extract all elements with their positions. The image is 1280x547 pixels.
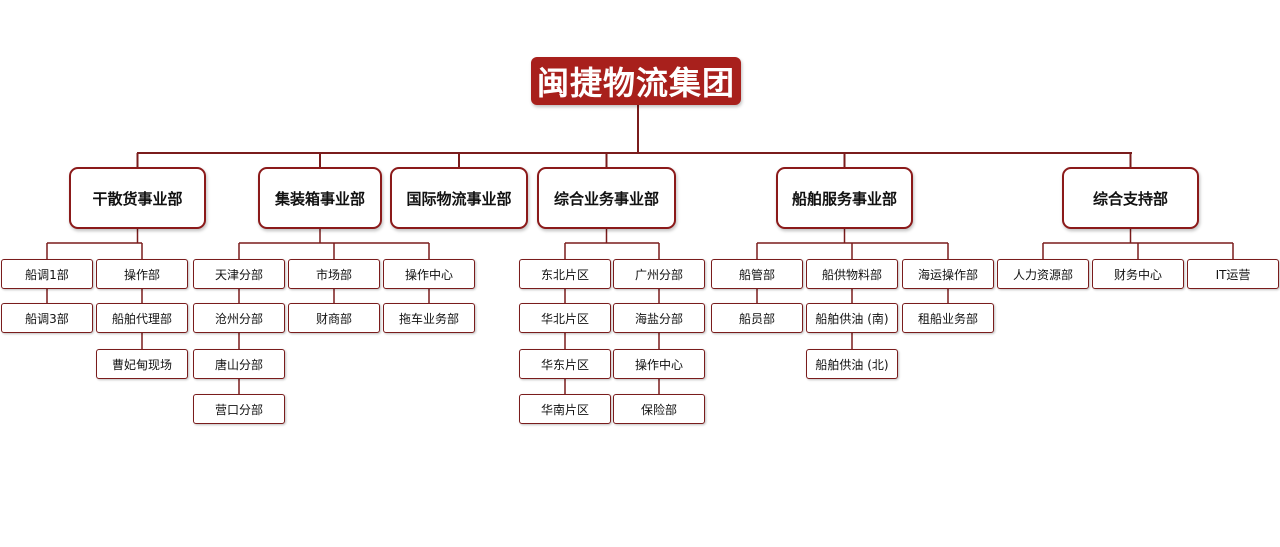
division-node-1: 干散货事业部 [69,167,206,229]
department-node: 华南片区 [519,394,611,424]
department-node: 唐山分部 [193,349,285,379]
department-node: 船舶供油 (南) [806,303,898,333]
department-node: 船员部 [711,303,803,333]
department-node: 船舶供油 (北) [806,349,898,379]
department-node: IT运营 [1187,259,1279,289]
department-node: 租船业务部 [902,303,994,333]
department-node: 船调1部 [1,259,93,289]
department-node: 人力资源部 [997,259,1089,289]
division-node-6: 综合支持部 [1062,167,1199,229]
department-node: 天津分部 [193,259,285,289]
department-node: 东北片区 [519,259,611,289]
division-node-3: 国际物流事业部 [390,167,528,229]
department-node: 财务中心 [1092,259,1184,289]
department-node: 船管部 [711,259,803,289]
department-node: 营口分部 [193,394,285,424]
department-node: 操作部 [96,259,188,289]
department-node: 曹妃甸现场 [96,349,188,379]
department-node: 操作中心 [383,259,475,289]
division-node-4: 综合业务事业部 [537,167,676,229]
department-node: 保险部 [613,394,705,424]
department-node: 财商部 [288,303,380,333]
division-node-2: 集装箱事业部 [258,167,382,229]
root-node-group: 闽捷物流集团 [531,57,741,105]
department-node: 海盐分部 [613,303,705,333]
department-node: 广州分部 [613,259,705,289]
department-node: 操作中心 [613,349,705,379]
division-node-5: 船舶服务事业部 [776,167,913,229]
department-node: 船舶代理部 [96,303,188,333]
department-node: 华北片区 [519,303,611,333]
department-node: 船供物料部 [806,259,898,289]
department-node: 市场部 [288,259,380,289]
department-node: 船调3部 [1,303,93,333]
department-node: 华东片区 [519,349,611,379]
department-node: 拖车业务部 [383,303,475,333]
department-node: 沧州分部 [193,303,285,333]
department-node: 海运操作部 [902,259,994,289]
